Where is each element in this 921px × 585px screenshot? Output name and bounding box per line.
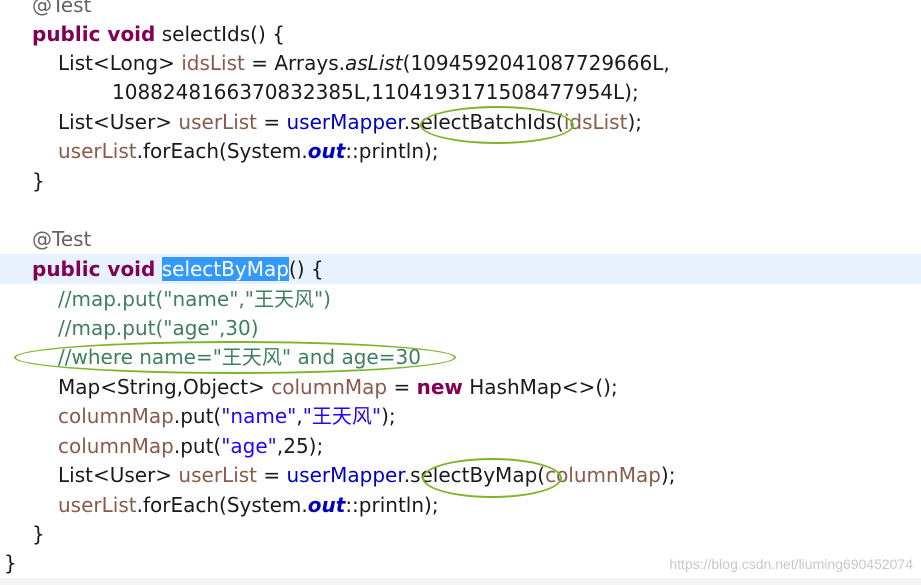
- code-line[interactable]: userList.forEach(System.out::println);: [0, 136, 921, 166]
- code-token: columnMap: [545, 463, 661, 487]
- code-token: );: [381, 404, 396, 428]
- watermark-text: https://blog.csdn.net/liuming690452074: [669, 556, 913, 572]
- highlight-oval-selectByMap: [422, 458, 562, 498]
- code-token: new: [416, 375, 463, 399]
- code-line[interactable]: Map<String,Object> columnMap = new HashM…: [0, 372, 921, 402]
- code-token: ::println);: [345, 493, 439, 517]
- code-token: userList: [178, 110, 258, 134]
- code-token: }: [32, 169, 45, 193]
- code-token: userList: [58, 493, 137, 517]
- code-line[interactable]: @Test: [0, 224, 921, 254]
- code-token: idsList: [181, 51, 245, 75]
- code-line[interactable]: }: [0, 548, 921, 578]
- code-token: "age": [221, 434, 277, 458]
- code-token: columnMap: [58, 404, 174, 428]
- bottom-border: [0, 578, 921, 585]
- code-token: 1088248166370832385L,1104193171508477954…: [112, 80, 639, 104]
- code-token: .forEach(System.: [136, 493, 308, 517]
- code-token: public void: [32, 22, 156, 46]
- code-token: out: [307, 139, 346, 163]
- code-token: idsList: [563, 110, 628, 134]
- code-token: =: [257, 110, 287, 134]
- code-line[interactable]: //map.put("name","王天风"): [0, 284, 921, 314]
- code-line[interactable]: userList.forEach(System.out::println);: [0, 490, 921, 520]
- code-token: List<Long>: [58, 51, 182, 75]
- code-line[interactable]: columnMap.put("name","王天风");: [0, 401, 921, 431]
- code-token: ::println);: [345, 139, 439, 163]
- code-token: =: [387, 375, 417, 399]
- code-token: );: [660, 463, 676, 487]
- code-token: =: [257, 463, 287, 487]
- selected-token: selectByMap: [161, 257, 289, 281]
- code-token: @Test: [32, 0, 92, 17]
- code-token: asList: [345, 51, 403, 75]
- code-token: userList: [58, 139, 137, 163]
- code-token: List<User>: [58, 110, 179, 134]
- code-token: //map.put("age",30): [58, 316, 259, 340]
- code-token: );: [627, 110, 642, 134]
- code-line-current[interactable]: public void selectByMap() {: [0, 254, 921, 284]
- code-token: }: [32, 522, 45, 546]
- code-token: ,: [296, 404, 303, 428]
- code-line[interactable]: //map.put("age",30): [0, 313, 921, 343]
- code-token: @Test: [32, 227, 92, 251]
- code-line[interactable]: }: [0, 166, 921, 196]
- code-line[interactable]: 1088248166370832385L,1104193171508477954…: [0, 77, 921, 107]
- code-token: () {: [288, 257, 324, 281]
- code-token: columnMap: [271, 375, 388, 399]
- code-token: .forEach(System.: [136, 139, 308, 163]
- code-line[interactable]: @Test: [0, 0, 921, 20]
- code-token: selectIds() {: [155, 22, 285, 46]
- code-token: Map<String,Object>: [58, 375, 272, 399]
- code-token: HashMap<>();: [462, 375, 618, 399]
- code-token: userList: [178, 463, 258, 487]
- highlight-oval-selectBatchIds: [420, 106, 574, 144]
- code-line[interactable]: public void selectIds() {: [0, 19, 921, 49]
- code-token: columnMap: [58, 434, 174, 458]
- code-line[interactable]: }: [0, 519, 921, 549]
- code-token: }: [4, 551, 17, 575]
- code-token: out: [307, 493, 346, 517]
- code-line[interactable]: columnMap.put("age",25);: [0, 431, 921, 461]
- code-line[interactable]: List<Long> idsList = Arrays.asList(10945…: [0, 48, 921, 78]
- code-token: ,25);: [276, 434, 324, 458]
- code-token: [155, 257, 161, 281]
- code-token: .put(: [173, 404, 222, 428]
- highlight-oval-where-comment: [14, 341, 456, 374]
- code-token: "王天风": [302, 404, 382, 428]
- code-token: List<User>: [58, 463, 179, 487]
- code-token: //map.put("name","王天风"): [58, 287, 331, 311]
- code-token: = Arrays.: [244, 51, 345, 75]
- code-token: .put(: [173, 434, 222, 458]
- code-line[interactable]: [0, 195, 921, 225]
- code-token: public void: [32, 257, 156, 281]
- code-token: userMapper: [286, 463, 404, 487]
- code-token: (1094592041087729666L,: [402, 51, 670, 75]
- code-token: userMapper: [286, 110, 404, 134]
- code-token: "name": [221, 404, 297, 428]
